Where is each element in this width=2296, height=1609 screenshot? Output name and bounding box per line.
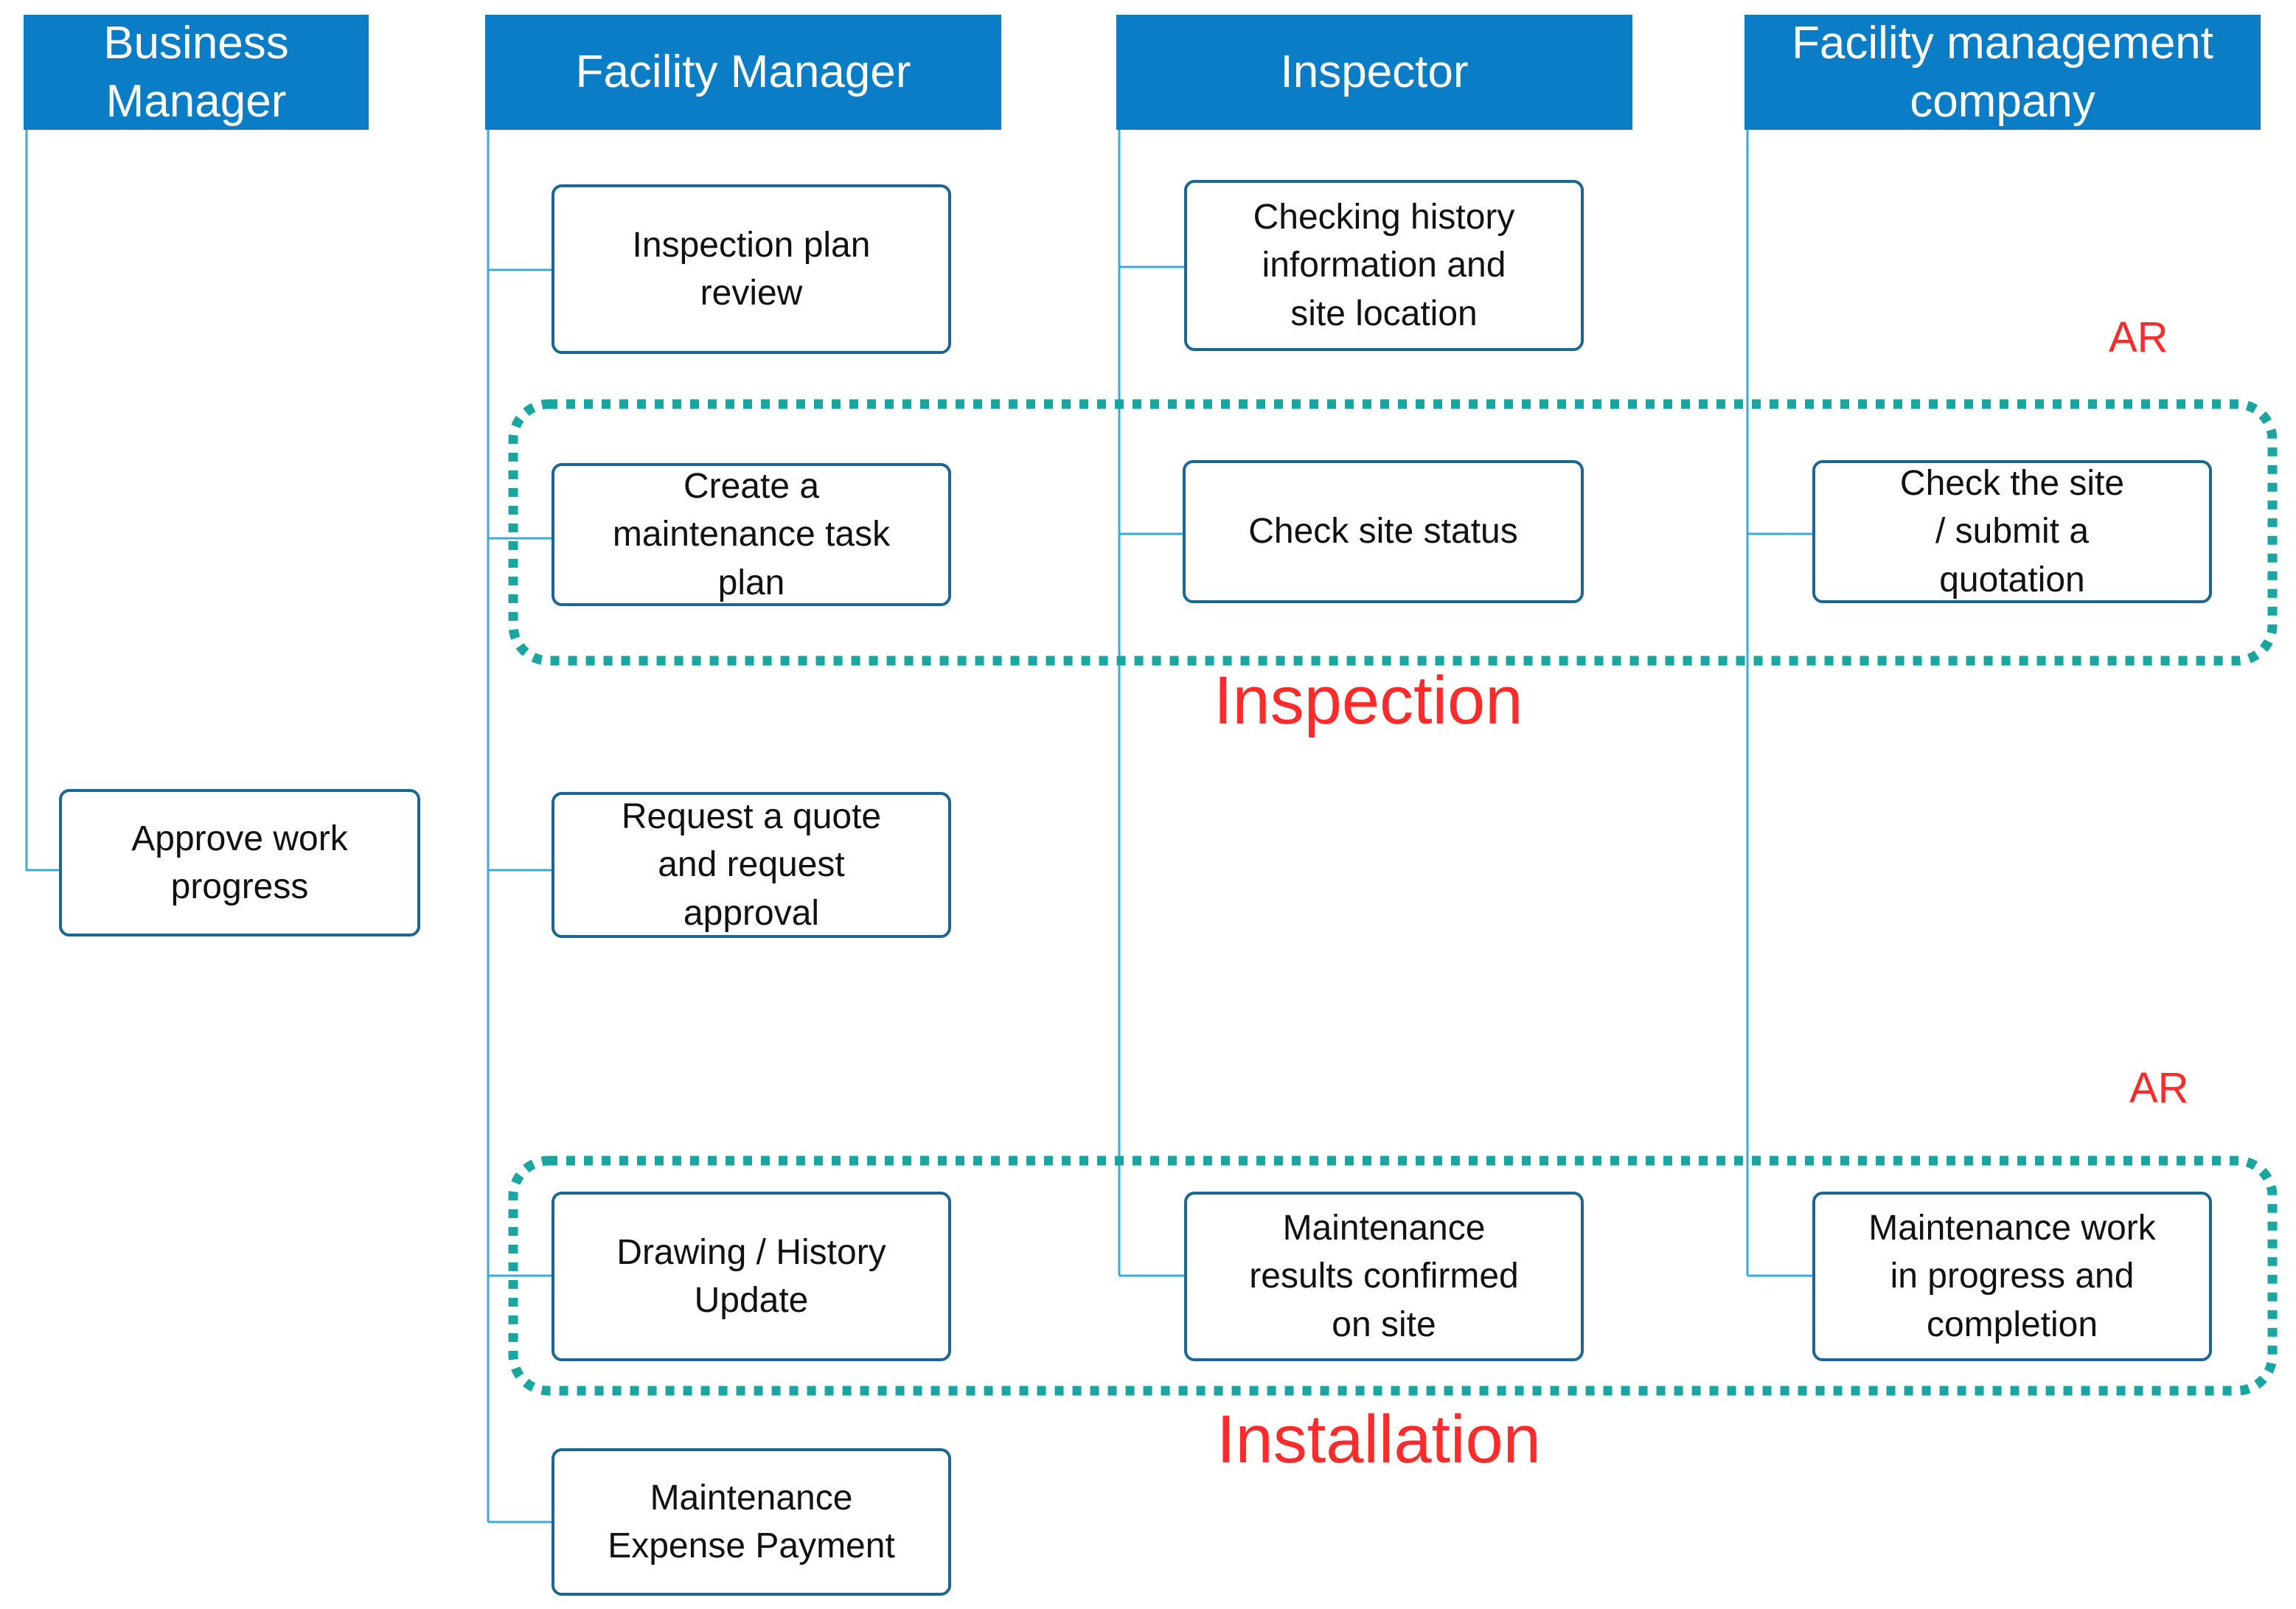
node-create-maintenance-task-plan: Create a maintenance task plan <box>552 463 951 606</box>
node-maintenance-work-completion: Maintenance work in progress and complet… <box>1812 1192 2212 1361</box>
lane-header-business: Business Manager <box>24 15 369 130</box>
lane-title-inspector: Inspector <box>1280 46 1469 98</box>
node-approve-work-progress: Approve work progress <box>59 789 420 936</box>
node-text: Checking history information and site lo… <box>1253 198 1515 333</box>
node-check-site-status: Check site status <box>1183 460 1584 603</box>
lane-header-company: Facility management company <box>1744 15 2261 130</box>
node-text: Approve work progress <box>131 819 348 906</box>
lane-title-company: Facility management company <box>1791 17 2214 127</box>
group-borders <box>508 399 2278 1396</box>
group-tag-inspection: AR <box>2109 313 2168 361</box>
lane-title-business: Business Manager <box>103 17 289 127</box>
node-text: Maintenance Expense Payment <box>608 1478 895 1565</box>
node-inspection-plan-review: Inspection plan review <box>552 184 951 354</box>
node-maintenance-expense-payment: Maintenance Expense Payment <box>552 1448 951 1596</box>
lane-line-business <box>25 130 59 872</box>
node-text: Check site status <box>1248 512 1518 552</box>
node-request-quote-approval: Request a quote and request approval <box>552 792 951 938</box>
node-check-site-submit-quotation: Check the site / submit a quotation <box>1812 460 2212 603</box>
node-text: Inspection plan review <box>632 225 871 313</box>
node-text: Create a maintenance task plan <box>612 467 891 602</box>
node-text: Request a quote and request approval <box>621 797 882 933</box>
lane-lines <box>25 130 1823 1523</box>
node-maintenance-results-confirmed: Maintenance results confirmed on site <box>1184 1192 1584 1361</box>
node-checking-history-site-location: Checking history information and site lo… <box>1184 180 1584 351</box>
group-border-installation <box>508 1156 2278 1396</box>
node-text: Maintenance results confirmed on site <box>1249 1209 1519 1344</box>
node-text: Drawing / History Update <box>616 1232 886 1320</box>
node-drawing-history-update: Drawing / History Update <box>552 1192 951 1361</box>
group-tag-installation: AR <box>2129 1064 2189 1112</box>
group-label-inspection: Inspection <box>1214 663 1523 738</box>
node-text: Check the site / submit a quotation <box>1899 464 2125 600</box>
lane-header-inspector: Inspector <box>1116 15 1632 130</box>
group-label-installation: Installation <box>1217 1402 1541 1477</box>
lane-title-facility: Facility Manager <box>575 46 911 98</box>
node-text: Maintenance work in progress and complet… <box>1868 1209 2156 1344</box>
lane-header-facility: Facility Manager <box>485 15 1001 130</box>
